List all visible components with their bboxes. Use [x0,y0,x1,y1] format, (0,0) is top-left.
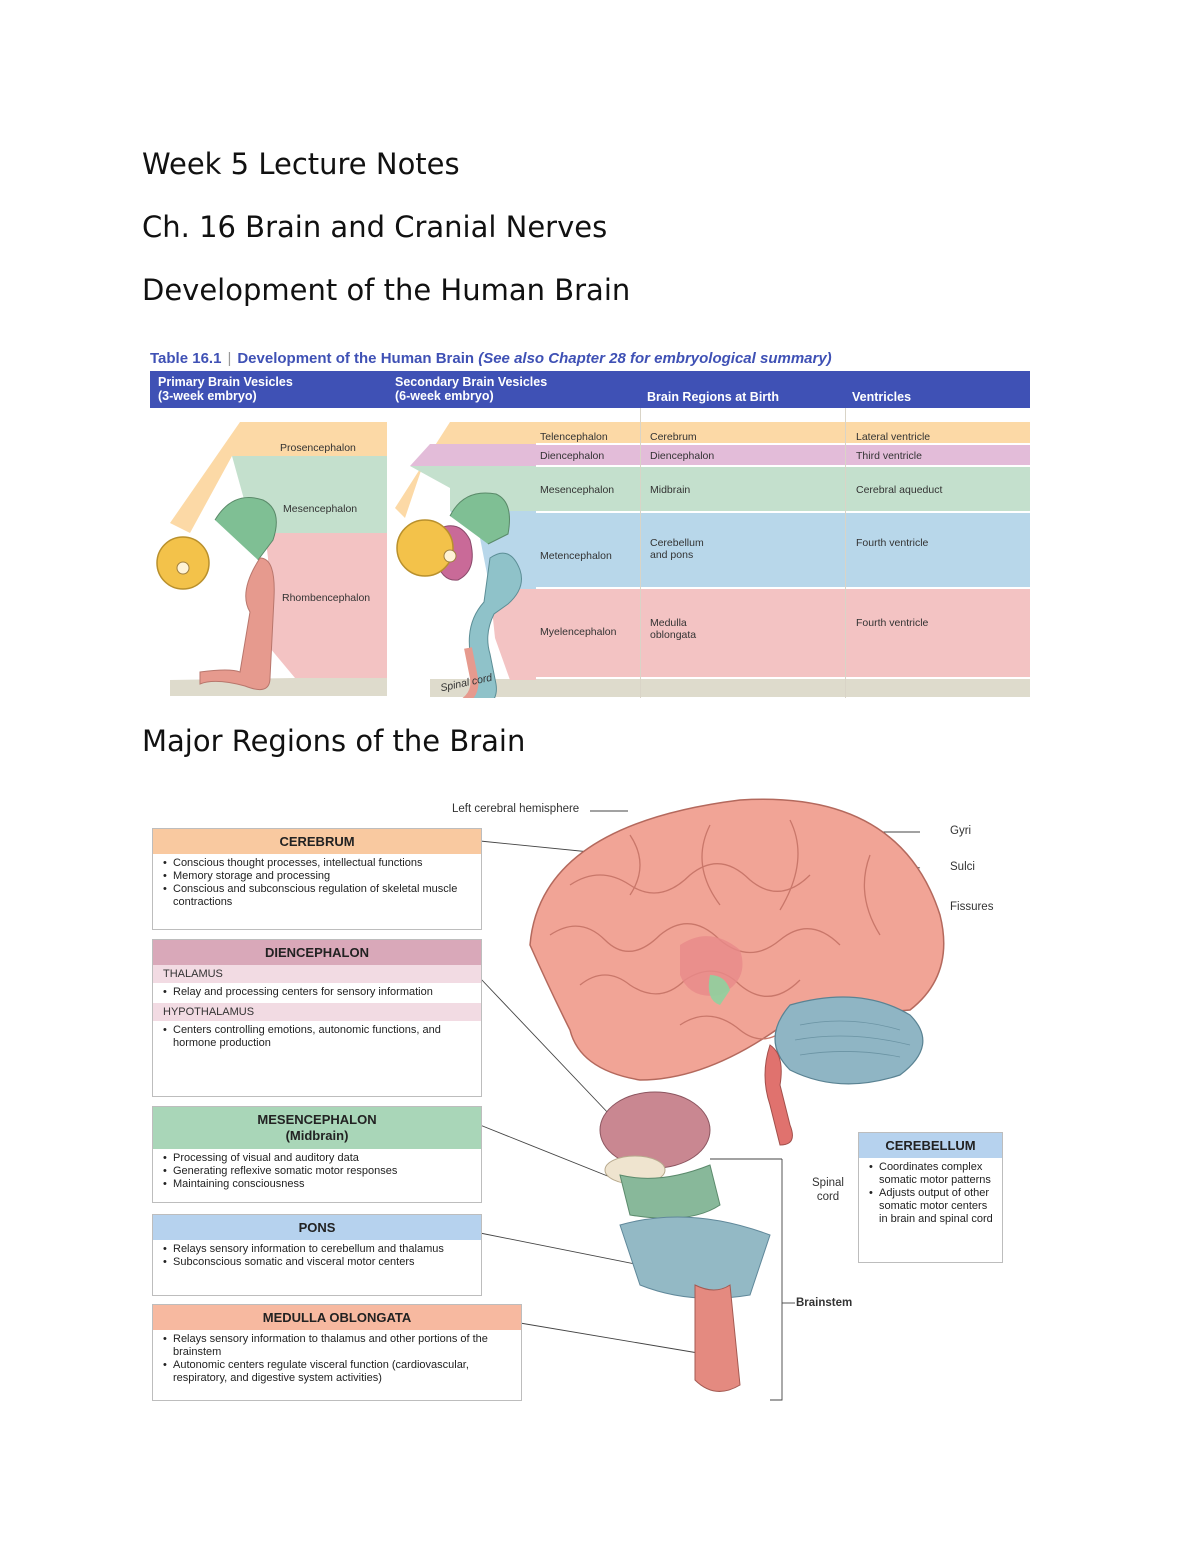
primary-mesencephalon: Mesencephalon [283,503,358,515]
mesencephalon-title: MESENCEPHALON (Midbrain) [153,1107,481,1149]
header-brain-regions: Brain Regions at Birth [647,390,779,404]
band-telencephalon [536,422,1030,443]
pons-box: PONS Relays sensory information to cereb… [152,1214,482,1296]
hypothalamus-subheading: HYPOTHALAMUS [153,1003,481,1021]
list-item: Centers controlling emotions, autonomic … [163,1024,473,1050]
brain-regions-figure: Left cerebral hemisphere Gyri Sulci Fiss… [150,795,1030,1405]
secondary-myelencephalon: Myelencephalon [540,626,617,638]
ventricle-fourth-2: Fourth ventricle [856,617,929,629]
list-item: Autonomic centers regulate visceral func… [163,1359,513,1385]
fissures-label: Fissures [950,901,994,913]
region-medulla-oblongata: Medulla oblongata [650,617,697,641]
mesencephalon-box: MESENCEPHALON (Midbrain) Processing of v… [152,1106,482,1203]
page-heading-week: Week 5 Lecture Notes [142,147,460,181]
list-item: Conscious and subconscious regulation of… [163,883,473,909]
medulla-oblongata-list: Relays sensory information to thalamus a… [153,1330,521,1389]
list-item: Adjusts output of other somatic motor ce… [869,1187,994,1226]
diencephalon-title: DIENCEPHALON [153,940,481,965]
region-cerebellum-pons: Cerebellum and pons [650,537,704,561]
medulla-oblongata-box: MEDULLA OBLONGATA Relays sensory informa… [152,1304,522,1401]
band-mesencephalon [470,467,1030,511]
secondary-diencephalon: Diencephalon [540,450,605,462]
column-divider [640,408,641,698]
region-midbrain: Midbrain [650,484,691,496]
secondary-telencephalon: Telencephalon [540,431,608,443]
medulla-oblongata-title: MEDULLA OBLONGATA [153,1305,521,1330]
mesencephalon-list: Processing of visual and auditory data G… [153,1149,481,1195]
hypothalamus-list: Centers controlling emotions, autonomic … [153,1021,481,1054]
secondary-mesencephalon: Mesencephalon [540,484,615,496]
list-item: Subconscious somatic and visceral motor … [163,1256,473,1269]
list-item: Memory storage and processing [163,870,473,883]
left-cerebral-hemisphere-label: Left cerebral hemisphere [452,803,580,815]
list-item: Conscious thought processes, intellectua… [163,857,473,870]
list-item: Generating reflexive somatic motor respo… [163,1165,473,1178]
cerebellum-box: CEREBELLUM Coordinates complex somatic m… [858,1132,1003,1263]
page-heading-chapter: Ch. 16 Brain and Cranial Nerves [142,210,608,244]
table-header: Primary Brain Vesicles (3-week embryo) S… [150,371,1030,408]
band-myelencephalon [510,589,1030,677]
band-diencephalon [450,445,1030,465]
header-secondary-vesicles: Secondary Brain Vesicles (6-week embryo) [395,375,548,403]
cerebellum-title: CEREBELLUM [859,1133,1002,1158]
cerebrum-box: CEREBRUM Conscious thought processes, in… [152,828,482,930]
table-title: Development of the Human Brain [237,350,475,367]
sulci-label: Sulci [950,861,975,873]
diencephalon-box: DIENCEPHALON THALAMUS Relay and processi… [152,939,482,1097]
development-table: Table 16.1|Development of the Human Brai… [150,346,1030,698]
table-number: Table 16.1 [150,350,222,367]
spinal-cord-figure-label: Spinal cord [812,1177,844,1203]
list-item: Maintaining consciousness [163,1178,473,1191]
brainstem-label: Brainstem [796,1297,853,1309]
cerebrum-title: CEREBRUM [153,829,481,854]
header-ventricles: Ventricles [852,390,912,404]
list-item: Coordinates complex somatic motor patter… [869,1161,994,1187]
header-primary-vesicles: Primary Brain Vesicles (3-week embryo) [158,375,293,403]
table-caption: Table 16.1|Development of the Human Brai… [150,350,832,367]
list-item: Relay and processing centers for sensory… [163,986,473,999]
ventricle-lateral: Lateral ventricle [856,431,931,443]
region-diencephalon: Diencephalon [650,450,715,462]
thalamus-list: Relay and processing centers for sensory… [153,983,481,1003]
band-metencephalon [510,513,1030,587]
band-base [430,679,1030,697]
column-divider [845,408,846,698]
gyri-label: Gyri [950,825,972,837]
ventricle-fourth-1: Fourth ventricle [856,537,929,549]
ventricle-cerebral-aqueduct: Cerebral aqueduct [856,484,943,496]
pons-title: PONS [153,1215,481,1240]
primary-prosencephalon: Prosencephalon [280,442,356,454]
primary-rhombencephalon: Rhombencephalon [282,592,371,604]
region-cerebrum: Cerebrum [650,431,697,443]
list-item: Relays sensory information to cerebellum… [163,1243,473,1256]
ventricle-third: Third ventricle [856,450,922,462]
brain-illustration [479,798,945,1401]
section-heading-major-regions: Major Regions of the Brain [142,724,526,758]
cerebellum-list: Coordinates complex somatic motor patter… [859,1158,1002,1230]
section-heading-development: Development of the Human Brain [142,273,631,307]
secondary-metencephalon: Metencephalon [540,550,612,562]
list-item: Relays sensory information to thalamus a… [163,1333,513,1359]
cerebrum-list: Conscious thought processes, intellectua… [153,854,481,913]
thalamus-subheading: THALAMUS [153,965,481,983]
pons-list: Relays sensory information to cerebellum… [153,1240,481,1273]
list-item: Processing of visual and auditory data [163,1152,473,1165]
vesicle-illustration [156,422,536,698]
table-note: (See also Chapter 28 for embryological s… [478,350,832,367]
mesencephalon-subtitle: (Midbrain) [285,1128,349,1143]
